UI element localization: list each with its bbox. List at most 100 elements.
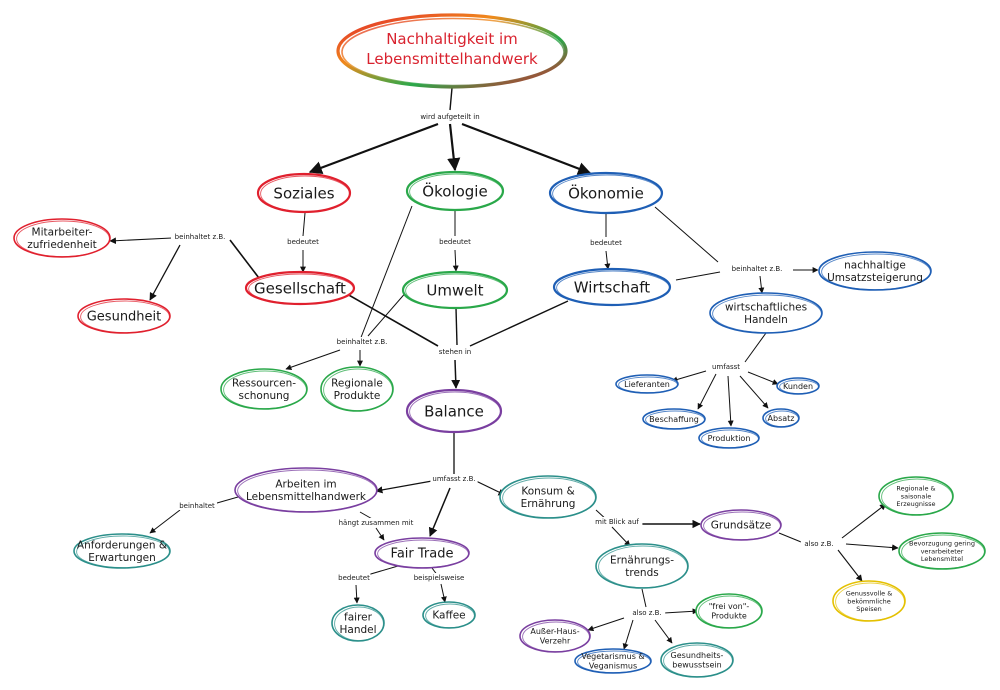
- node-outline-sketch: [248, 273, 354, 305]
- edge-line: [149, 244, 181, 301]
- node-label: Grundsätze: [711, 520, 771, 532]
- edge-line: [841, 503, 887, 539]
- edge-line: [339, 289, 439, 347]
- edges-layer: [109, 87, 899, 650]
- node-label: Mitarbeiter-: [32, 226, 93, 238]
- node-label: Handel: [339, 624, 376, 636]
- edge-line: [671, 370, 707, 383]
- edge-label-bg: [171, 232, 229, 241]
- node-outline-sketch: [821, 253, 931, 291]
- node-lieferanten: Lieferanten: [615, 374, 679, 394]
- node-balance: Balance: [405, 388, 503, 434]
- node-outline-sketch: [409, 391, 501, 433]
- edge-line: [451, 359, 461, 389]
- edge-label-bg: [177, 501, 217, 510]
- edge-label-l_bed_fair: bedeutet: [338, 574, 370, 582]
- node-label: Veganismus: [589, 662, 637, 671]
- node-label: Speisen: [856, 605, 882, 613]
- node-label: Lebensmittel: [921, 555, 963, 563]
- node-outline-sketch: [323, 368, 393, 412]
- node-outline-sketch: [405, 273, 507, 309]
- node-label: Beschaffung: [649, 415, 699, 424]
- edge-label-l_bein_oeko: beinhaltet z.B.: [337, 338, 388, 346]
- edge-label-bg: [728, 264, 786, 273]
- node-kunden: Kunden: [776, 377, 820, 395]
- node-label: Produkte: [711, 612, 747, 621]
- node-outline-sketch: [334, 606, 384, 642]
- node-label: Gesundheits-: [671, 651, 724, 660]
- edge-line: [109, 237, 173, 245]
- node-outline-sketch: [425, 603, 475, 629]
- node-label: verarbeiteter: [921, 547, 964, 555]
- node-outline-sketch: [223, 370, 307, 410]
- node-outline-sketch: [663, 644, 733, 678]
- edge-label-l_aufgeteilt: wird aufgeteilt in: [420, 113, 479, 121]
- node-label: Außer-Haus-: [530, 627, 579, 636]
- node-anforderungen: Anforderungen &Erwartungen: [73, 533, 171, 569]
- node-label: Arbeiten im: [275, 478, 336, 490]
- node-gesellschaft: Gesellschaft: [244, 270, 356, 306]
- node-outline-sketch: [712, 294, 822, 334]
- edge-line: [449, 87, 453, 111]
- edge-label-l_haengt: hängt zusammen mit: [339, 519, 414, 527]
- title-line-2: Lebensmittelhandwerk: [366, 50, 538, 68]
- node-outline-sketch: [698, 595, 762, 629]
- node-label: Lebensmittelhandwerk: [246, 491, 367, 503]
- node-soziales: Soziales: [256, 172, 352, 214]
- edge-label-bg: [711, 362, 741, 371]
- edge-line: [641, 588, 647, 608]
- node-label: Balance: [424, 402, 484, 420]
- node-label: bewusstsein: [672, 661, 721, 670]
- node-label: Konsum &: [521, 485, 574, 497]
- node-ernaehrungstrends: Ernährungs-trends: [595, 543, 689, 589]
- node-outline-sketch: [645, 410, 705, 430]
- edge-line: [428, 487, 451, 537]
- node-label: Vegetarismus &: [581, 652, 644, 661]
- edge-line: [747, 371, 779, 385]
- edge-label-bg: [341, 518, 411, 527]
- edge-label-l_bed_oekon: bedeutet: [590, 239, 622, 247]
- edge-line: [675, 271, 721, 281]
- edge-line: [452, 249, 459, 272]
- edge-line: [611, 526, 631, 547]
- node-label: Umsatzsteigerung: [827, 272, 923, 284]
- node-oekologie: Ökologie: [405, 170, 505, 212]
- title-line-1: Nachhaltigkeit im: [386, 30, 518, 48]
- edge-label-bg: [286, 237, 320, 246]
- edge-line: [654, 619, 673, 644]
- edge-line: [727, 375, 734, 427]
- title-node: Nachhaltigkeit im Lebensmittelhandwerk: [336, 13, 568, 89]
- node-label: schonung: [239, 390, 290, 402]
- edge-label-l_bein_arb: beinhaltet: [179, 502, 215, 510]
- edge-line: [587, 617, 625, 632]
- edge-label-bg: [436, 347, 474, 356]
- edge-line: [663, 608, 699, 615]
- node-label: zufriedenheit: [27, 239, 97, 251]
- edge-line: [302, 212, 306, 237]
- edge-line: [837, 549, 863, 582]
- node-label: Produkte: [334, 390, 381, 402]
- node-outline-sketch: [701, 429, 759, 449]
- node-label: Fair Trade: [391, 547, 454, 562]
- edge-line: [744, 332, 767, 363]
- node-outline-sketch: [80, 300, 170, 334]
- node-label: bekömmliche: [847, 597, 891, 605]
- node-label: Absatz: [768, 414, 795, 423]
- node-label: Umwelt: [426, 281, 483, 299]
- node-label: Lieferanten: [624, 380, 670, 389]
- edge-label-l_umfasst2: umfasst z.B.: [432, 475, 475, 483]
- node-absatz: Absatz: [762, 408, 800, 428]
- node-vegetarismus: Vegetarismus &Veganismus: [574, 648, 652, 674]
- node-label: Erzeugnisse: [896, 500, 935, 508]
- edge-line: [622, 619, 634, 650]
- node-label: Ökonomie: [568, 183, 644, 202]
- node-umwelt: Umwelt: [401, 270, 509, 310]
- node-kaffee: Kaffee: [422, 601, 476, 629]
- edge-label-bg: [628, 608, 666, 617]
- node-label: Gesundheit: [87, 310, 162, 325]
- node-outline-sketch: [237, 469, 377, 513]
- edge-label-bg: [411, 573, 467, 582]
